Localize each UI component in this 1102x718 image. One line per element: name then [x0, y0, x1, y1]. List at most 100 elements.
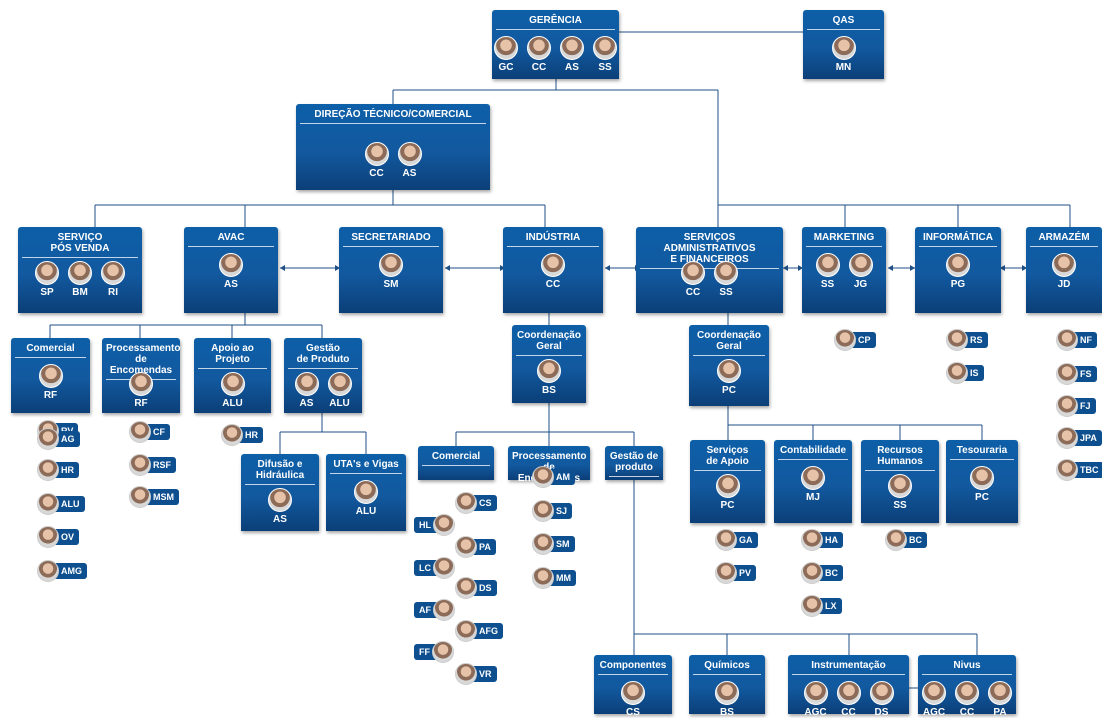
person-photo-icon	[129, 454, 151, 476]
member: BS	[536, 359, 562, 396]
member: ALU	[353, 480, 379, 517]
member: DS	[869, 681, 895, 718]
person-photo-icon	[455, 536, 477, 558]
person-photo-icon	[433, 557, 455, 579]
member: JG	[848, 253, 874, 290]
person-tag: MSM	[129, 486, 179, 508]
person-tag: CF	[129, 421, 170, 443]
member-initials: JG	[853, 279, 868, 290]
person-tag: RS	[946, 329, 988, 351]
unit-title: ARMAZÉM	[1030, 227, 1098, 247]
person-tag: CP	[834, 329, 876, 351]
member: RF	[38, 364, 64, 401]
person-photo-icon	[715, 474, 740, 498]
member: AS	[294, 372, 320, 409]
member-initials: AGC	[804, 707, 827, 718]
unit-title: Recursos Humanos	[865, 440, 935, 471]
member-row: ALU	[194, 372, 271, 409]
person-tag: ALU	[37, 493, 85, 515]
member-row: MJ	[774, 466, 852, 503]
person-tag: OV	[37, 526, 80, 548]
person-photo-icon	[681, 261, 705, 285]
person-photo-icon	[129, 421, 151, 443]
person-tag: FS	[1056, 363, 1097, 385]
unit-title: DIREÇÃO TÉCNICO/COMERCIAL	[300, 104, 486, 124]
person-photo-icon	[1056, 395, 1078, 417]
person-tag: FJ	[1056, 395, 1096, 417]
person-tag: AFG	[455, 620, 503, 642]
member: CC	[364, 142, 390, 179]
person-tag: AMG	[37, 560, 87, 582]
person-photo-icon	[801, 466, 825, 490]
member-row: MN	[803, 36, 884, 73]
member: SS	[815, 253, 841, 290]
unit-title: Serviços de Apoio	[694, 440, 761, 471]
person-photo-icon	[532, 466, 554, 488]
person-tag: FF	[414, 641, 454, 663]
member: PC	[969, 466, 995, 503]
person-photo-icon	[815, 253, 840, 277]
person-photo-icon	[220, 372, 245, 396]
person-tag: SJ	[532, 500, 573, 522]
person-photo-icon	[68, 261, 92, 285]
member-initials: SP	[40, 287, 54, 298]
unit-title: Contabilidade	[778, 440, 848, 460]
member-row: SS	[861, 474, 939, 511]
person-tag: RSF	[129, 454, 176, 476]
person-photo-icon	[970, 466, 994, 490]
member-initials: SS	[598, 62, 612, 73]
member: CC	[540, 253, 566, 290]
person-tag: NF	[1056, 329, 1097, 351]
member-initials: ALU	[222, 398, 243, 409]
unit-title: SERVIÇOS ADMINISTRATIVOS E FINANCEIROS	[640, 227, 779, 269]
unit-title: INDÚSTRIA	[507, 227, 599, 247]
person-photo-icon	[38, 364, 63, 388]
person-photo-icon	[268, 488, 292, 512]
member-initials: MJ	[806, 492, 820, 503]
member-initials: AS	[224, 279, 238, 290]
member: PG	[945, 253, 971, 290]
member: MJ	[800, 466, 826, 503]
member: BS	[714, 681, 740, 718]
person-photo-icon	[532, 500, 554, 522]
member-row: JD	[1026, 253, 1102, 290]
person-photo-icon	[1056, 329, 1078, 351]
member-row: PG	[915, 253, 1001, 290]
person-photo-icon	[527, 36, 551, 60]
person-tag: PA	[455, 536, 496, 558]
member-initials: GC	[498, 62, 514, 73]
member-initials: AS	[273, 514, 287, 525]
unit-title: Comercial	[15, 338, 86, 358]
person-photo-icon	[922, 681, 946, 705]
member: CC	[526, 36, 552, 73]
member-initials: JD	[1057, 279, 1071, 290]
person-tag: HL	[414, 514, 455, 536]
member-initials: RF	[134, 398, 148, 409]
unit-title: GERÊNCIA	[496, 10, 615, 30]
member-initials: AGC	[922, 707, 946, 718]
member-initials: MN	[835, 62, 852, 73]
person-photo-icon	[715, 529, 737, 551]
member: AS	[267, 488, 293, 525]
member-initials: BS	[542, 385, 556, 396]
person-photo-icon	[869, 681, 894, 705]
member-row: BS	[689, 681, 765, 718]
person-tag: BC	[801, 562, 843, 584]
person-tag: AG	[37, 428, 80, 450]
member-initials: PG	[950, 279, 966, 290]
person-photo-icon	[37, 526, 59, 548]
person-photo-icon	[834, 329, 856, 351]
member-row: AS	[184, 253, 278, 290]
person-photo-icon	[715, 681, 739, 705]
unit-title: Apoio ao Projeto	[198, 338, 267, 369]
member: PC	[715, 474, 741, 511]
person-photo-icon	[433, 514, 455, 536]
